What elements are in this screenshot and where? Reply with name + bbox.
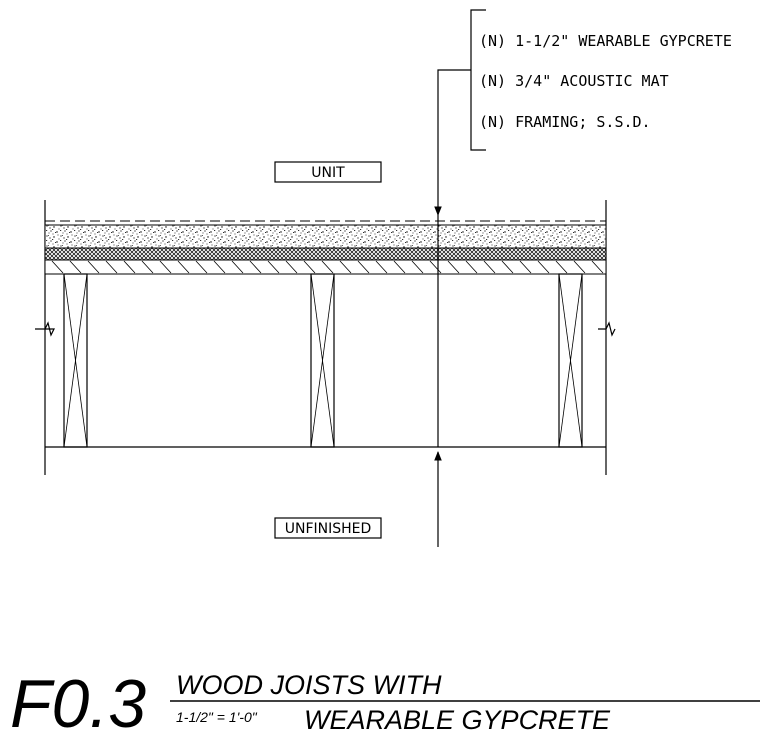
detail-number: F0.3 <box>10 666 146 742</box>
floor-joists <box>63 273 583 448</box>
material-notes: (N) 1-1/2" WEARABLE GYPCRETE (N) 3/4" AC… <box>479 32 732 131</box>
note-gypcrete: (N) 1-1/2" WEARABLE GYPCRETE <box>479 32 732 50</box>
note-acoustic-mat: (N) 3/4" ACOUSTIC MAT <box>479 72 669 90</box>
acoustic-mat-layer <box>44 247 607 261</box>
title-line-1: WOOD JOISTS WITH <box>176 670 442 700</box>
detail-scale: 1-1/2" = 1'-0" <box>176 709 258 725</box>
leader-lines <box>434 9 486 547</box>
room-label-unfinished: UNFINISHED <box>274 517 382 539</box>
joist-center <box>310 273 335 448</box>
room-label-unfinished-text: UNFINISHED <box>285 521 372 537</box>
joist-right <box>558 273 583 448</box>
joist-left <box>63 273 88 448</box>
note-framing: (N) FRAMING; S.S.D. <box>479 113 651 131</box>
title-block: F0.3 WOOD JOISTS WITH 1-1/2" = 1'-0" WEA… <box>10 666 760 742</box>
subfloor-layer <box>44 259 607 275</box>
room-label-unit: UNIT <box>274 161 382 183</box>
title-line-2: WEARABLE GYPCRETE <box>304 705 611 735</box>
room-label-unit-text: UNIT <box>311 165 345 181</box>
gypcrete-layer <box>44 220 607 249</box>
